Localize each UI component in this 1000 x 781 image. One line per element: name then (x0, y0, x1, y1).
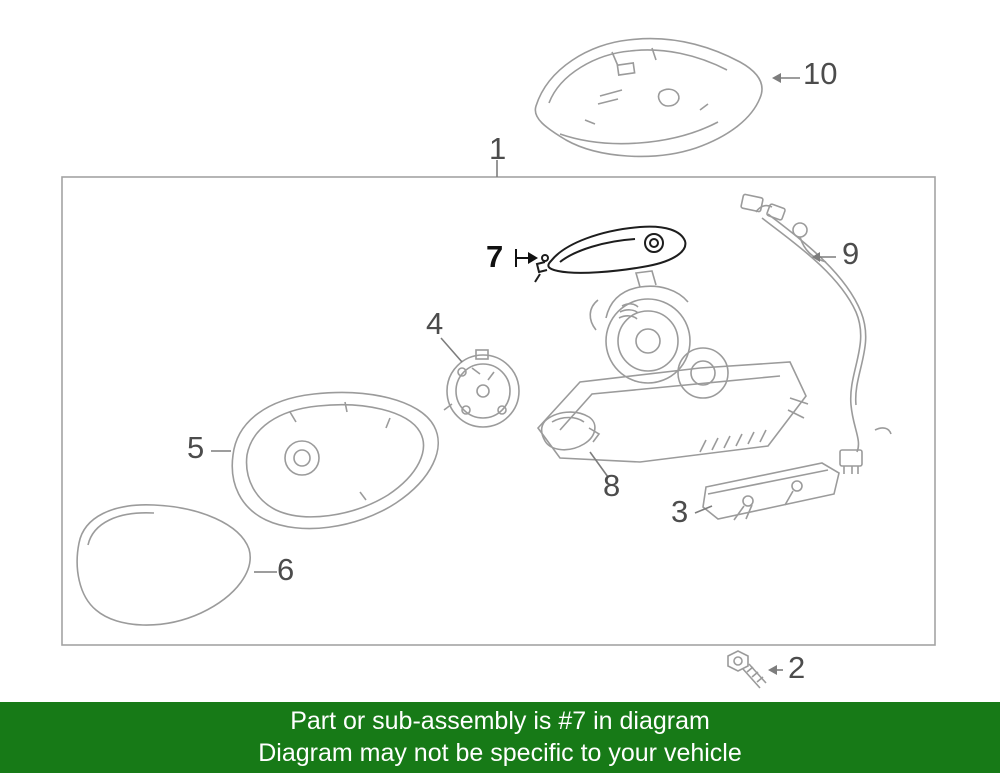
notice-banner: Part or sub-assembly is #7 in diagram Di… (0, 702, 1000, 773)
callout-5: 5 (187, 430, 205, 465)
callout-10: 10 (803, 56, 838, 91)
part-1-mirror-base (536, 270, 809, 463)
part-8-cap (540, 411, 601, 451)
part-6-glass (76, 504, 251, 626)
callout-4: 4 (426, 306, 444, 341)
callout-9: 9 (842, 236, 860, 271)
callout-8: 8 (603, 468, 621, 503)
diagram-artwork (61, 37, 936, 689)
callout-3: 3 (671, 494, 689, 529)
callout-7: 7 (486, 239, 504, 274)
callout-7-arrow (515, 249, 538, 267)
part-4-actuator (443, 349, 520, 428)
callout-1: 1 (489, 131, 507, 166)
callout-2: 2 (788, 650, 806, 685)
leader-lines (211, 73, 836, 675)
part-7-turn-signal (534, 225, 687, 283)
part-10-mirror-cover (534, 37, 763, 158)
callout-6: 6 (277, 552, 295, 587)
part-3-bracket (702, 462, 840, 521)
banner-line-2: Diagram may not be specific to your vehi… (258, 739, 742, 767)
diagram-box (61, 176, 936, 646)
part-5-housing (231, 391, 439, 530)
part-9-harness (740, 193, 892, 474)
banner-line-1: Part or sub-assembly is #7 in diagram (290, 707, 710, 735)
part-2-screw (727, 650, 767, 689)
